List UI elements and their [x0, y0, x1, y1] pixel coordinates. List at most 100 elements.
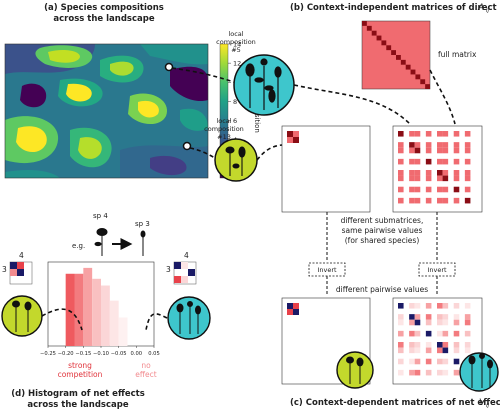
full-matrix-diag-cell	[415, 74, 421, 80]
local-comp-5-line1: local	[228, 30, 243, 38]
submatrix-5-cell	[464, 142, 471, 148]
net-matrix-5-cell	[409, 314, 415, 320]
net-matrix-5-cell	[464, 342, 471, 348]
submatrix-5-cell	[409, 170, 415, 176]
submatrix-5-cell	[414, 158, 421, 165]
net-matrix-5-cell	[464, 347, 471, 354]
net-matrix-5-cell	[437, 303, 443, 309]
submatrix-5-cell	[409, 131, 415, 137]
net-matrix-5-cell	[453, 369, 460, 376]
net-matrix-5-cell	[442, 369, 449, 376]
different-sub-line3: (for shared species)	[345, 236, 420, 245]
connector-map-to-comp5	[171, 67, 235, 83]
panel-b-subscript: ij	[486, 8, 490, 14]
net-matrix-5-cell	[398, 319, 404, 326]
submatrix-5-cell	[398, 170, 404, 176]
net-comp5-badge	[459, 352, 499, 392]
full-matrix-diag-cell	[381, 40, 387, 46]
net-matrix-5-cell	[437, 319, 443, 326]
net-matrix-5-cell	[442, 342, 449, 348]
net-matrix-5-cell	[425, 330, 432, 337]
net-matrix-5-cell	[409, 303, 415, 309]
sp4-label: sp 4	[93, 212, 108, 220]
local-comp-13-line1: local	[216, 117, 231, 125]
local-composition-5	[233, 54, 295, 116]
submatrix-5-cell	[425, 186, 432, 193]
net-matrix-5-cell	[453, 347, 460, 354]
full-matrix-diag-cell	[396, 55, 401, 60]
panel-d: e.g. sp 4 sp 3 −0.25−0.20−0.15−0.10−0.05…	[1, 212, 211, 410]
submatrix-5-cell	[437, 142, 443, 148]
submatrix-5-cell	[453, 170, 460, 176]
net-matrix-5-cell	[398, 342, 404, 348]
full-matrix-diag-cell	[391, 50, 396, 55]
submatrix-5-cell	[425, 197, 432, 204]
sp3-icon	[140, 230, 146, 256]
submatrix-5-cell	[414, 142, 421, 148]
full-matrix-diag-cell	[405, 64, 411, 70]
submatrix-5-cell	[398, 158, 404, 165]
submatrix-5-cell	[464, 175, 471, 182]
full-matrix-diag-cell	[425, 84, 430, 89]
submatrix-5-cell	[425, 142, 432, 148]
histogram-bar	[65, 273, 75, 346]
local-comp-13-line2: composition	[204, 125, 244, 133]
full-matrix-diag-cell	[410, 69, 416, 75]
eg-label: e.g.	[72, 242, 85, 250]
submatrix-5-cell	[437, 131, 443, 137]
submatrix-5-cell	[437, 186, 443, 193]
net-matrix-5-cell	[453, 330, 460, 337]
net-matrix-5-cell	[409, 330, 415, 337]
connector-map-to-comp13	[189, 147, 216, 159]
net-matrix-5-cell	[398, 303, 404, 309]
net-matrix-5-cell	[453, 342, 460, 348]
net-matrix-5-cell	[398, 347, 404, 354]
full-matrix	[361, 20, 431, 90]
net-matrix-5-cell	[464, 319, 471, 326]
landscape-map	[5, 44, 208, 178]
submatrix-5-cell	[409, 175, 415, 182]
net-matrix-5-cell	[464, 314, 471, 320]
local-comp-5-line3: #5	[231, 46, 241, 54]
connector-comp5-to-submatrix	[293, 84, 411, 125]
submatrix-5-cell	[414, 197, 421, 204]
submatrix-5-cell	[442, 131, 449, 137]
colorbar-tick-label: 6	[233, 117, 237, 125]
net-matrix-5-cell	[414, 330, 421, 337]
panel-d-title-line1: (d) Histogram of net effects	[11, 389, 145, 399]
histogram-bar	[92, 278, 101, 346]
net-matrix-5-cell	[414, 342, 421, 348]
net-matrix-5-cell	[437, 358, 443, 365]
panel-c: (c) Context-dependent matrices of net ef…	[281, 297, 500, 409]
full-matrix-diag-cell	[376, 35, 382, 41]
location-marker-13	[182, 141, 192, 151]
full-matrix-diag-cell	[371, 30, 377, 36]
location-marker-5	[164, 62, 174, 72]
submatrix-5-cell	[453, 197, 460, 204]
net-matrix-5-cell	[442, 347, 449, 354]
net-matrix-5-cell	[414, 303, 421, 309]
submatrix-5-cell	[414, 131, 421, 137]
histogram-tick-label: 0.00	[131, 351, 143, 357]
panel-a: (a) Species compositions across the land…	[4, 3, 261, 183]
panel-b-symbol: A	[477, 3, 484, 13]
left-comp13-circle	[1, 295, 43, 337]
submatrix-5-cell	[464, 158, 471, 165]
submatrix-5-cell	[437, 197, 443, 204]
net-matrix-5-cell	[409, 347, 415, 354]
histogram-bar	[109, 300, 119, 346]
connector-comp13-to-submatrix	[256, 144, 283, 161]
net-comp13-badge	[336, 351, 374, 389]
submatrix-5-cell	[442, 197, 449, 204]
submatrix-5-cell	[442, 158, 449, 165]
submatrix-5-cell	[398, 175, 404, 182]
submatrix-5-cell	[398, 131, 404, 137]
panel-b: (b) Context-independent matrices of dire…	[204, 3, 500, 213]
submatrix-5-cell	[409, 142, 415, 148]
histogram-bar	[118, 317, 128, 346]
histogram-tick-label: 0.05	[148, 351, 160, 357]
submatrix-5-cell	[437, 170, 443, 176]
histogram-bar	[83, 267, 93, 346]
submatrix-5-cell	[453, 142, 460, 148]
